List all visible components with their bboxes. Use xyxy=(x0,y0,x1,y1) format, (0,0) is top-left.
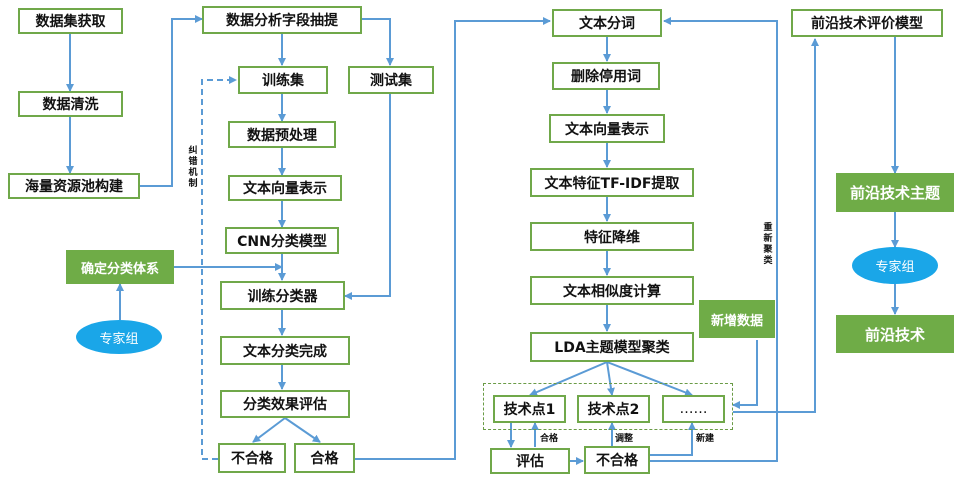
node-tech-2: 技术点2 xyxy=(577,395,650,423)
node-classify-done: 文本分类完成 xyxy=(220,336,350,365)
correction-label: 纠错机制 xyxy=(188,146,198,189)
node-text-vector-2: 文本向量表示 xyxy=(228,175,342,201)
arrow-group-model xyxy=(733,38,819,413)
node-text-vector-3: 文本向量表示 xyxy=(549,114,665,143)
arrow-correction-loop xyxy=(201,76,237,460)
node-reduce: 特征降维 xyxy=(530,222,694,251)
node-evaluate-3: 评估 xyxy=(490,448,570,474)
arrow-pass-segment xyxy=(355,17,551,460)
arrow-pool-extract xyxy=(140,15,203,187)
node-tfidf: 文本特征TF-IDF提取 xyxy=(530,168,694,197)
node-taxonomy: 确定分类体系 xyxy=(66,250,174,284)
node-classify-evaluate: 分类效果评估 xyxy=(220,390,350,418)
label-adjust: 调整 xyxy=(615,434,634,444)
node-data-clean: 数据清洗 xyxy=(18,91,123,117)
arrow-extract-test xyxy=(362,18,394,66)
arrow-lda-tech1 xyxy=(529,361,608,396)
arrow-recluster xyxy=(650,17,778,462)
node-eval-model: 前沿技术评价模型 xyxy=(791,9,943,37)
label-recluster: 重新聚类 xyxy=(763,223,773,266)
node-new-data: 新增数据 xyxy=(699,300,775,338)
node-frontier-topic: 前沿技术主题 xyxy=(836,173,954,212)
experts-left: 专家组 xyxy=(76,320,162,354)
node-fail-3: 不合格 xyxy=(584,446,650,474)
arrow-lda-more xyxy=(606,361,693,397)
node-data-acquire: 数据集获取 xyxy=(18,8,123,34)
node-frontier-tech: 前沿技术 xyxy=(836,315,954,353)
arrow-fail3-more xyxy=(650,422,696,456)
label-pass: 合格 xyxy=(540,434,559,444)
arrow-evaluate-fail xyxy=(252,417,286,443)
node-fail-2: 不合格 xyxy=(218,443,286,473)
node-train-classifier: 训练分类器 xyxy=(220,281,345,310)
node-preprocess: 数据预处理 xyxy=(228,121,336,148)
node-lda: LDA主题模型聚类 xyxy=(530,332,694,362)
node-field-extract: 数据分析字段抽提 xyxy=(202,6,362,34)
node-stopwords: 删除停用词 xyxy=(552,62,660,90)
experts-right: 专家组 xyxy=(852,247,938,284)
node-train-set: 训练集 xyxy=(238,66,328,94)
node-similarity: 文本相似度计算 xyxy=(530,276,694,305)
node-tech-1: 技术点1 xyxy=(493,395,566,423)
arrow-evaluate-pass xyxy=(284,417,321,443)
node-pass-2: 合格 xyxy=(294,443,355,473)
tech-point-group xyxy=(483,383,733,430)
node-resource-pool: 海量资源池构建 xyxy=(8,173,140,199)
arrow-lda-tech2 xyxy=(606,361,615,396)
node-test-set: 测试集 xyxy=(348,66,434,94)
label-new: 新建 xyxy=(696,434,715,444)
arrow-test-classifier xyxy=(344,94,391,300)
node-segment: 文本分词 xyxy=(552,9,662,37)
arrow-newdata-group xyxy=(732,340,758,409)
node-cnn-model: CNN分类模型 xyxy=(225,227,339,254)
node-tech-more: …… xyxy=(662,395,725,423)
